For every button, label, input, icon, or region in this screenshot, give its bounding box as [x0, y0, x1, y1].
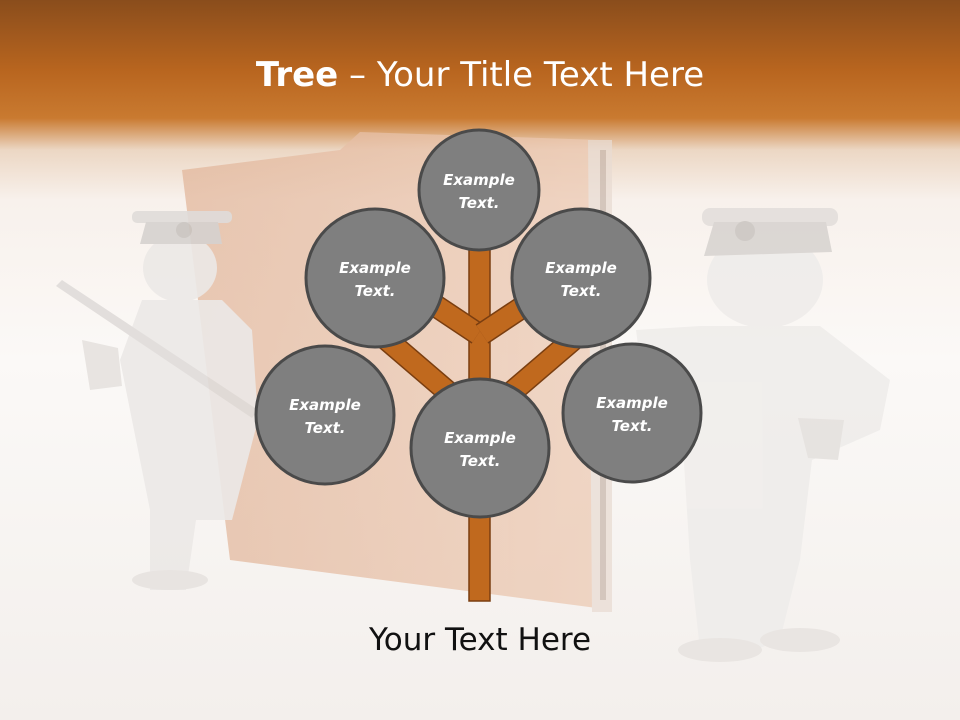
node-text-line1: Example — [339, 259, 411, 277]
node-text-line1: Example — [443, 171, 515, 189]
title-dash: – — [349, 55, 367, 95]
node-text-line1: Example — [289, 396, 361, 414]
node-text-line2: Text. — [459, 452, 500, 470]
node-text-line2: Text. — [354, 282, 395, 300]
tree-node-lower-right: Example Text. — [561, 342, 703, 484]
tree-node-top: Example Text. — [417, 128, 541, 252]
slide-caption: Your Text Here — [368, 622, 592, 658]
title-bold-part: Tree — [255, 55, 339, 95]
node-text-line1: Example — [545, 259, 617, 277]
node-text-line2: Text. — [304, 419, 345, 437]
tree-node-lower-left: Example Text. — [254, 344, 396, 486]
left-figure-illustration — [56, 211, 258, 590]
tree-node-upper-right: Example Text. — [510, 207, 652, 349]
node-text-line2: Text. — [458, 194, 499, 212]
node-text-line1: Example — [596, 394, 668, 412]
title-rest: Your Title Text Here — [376, 55, 705, 95]
node-text-line2: Text. — [611, 417, 652, 435]
node-text-line2: Text. — [560, 282, 601, 300]
tree-node-center: Example Text. — [409, 377, 551, 519]
slide-title: Tree – Your Title Text Here — [0, 52, 960, 98]
tree-node-upper-left: Example Text. — [304, 207, 446, 349]
node-text-line1: Example — [444, 429, 516, 447]
